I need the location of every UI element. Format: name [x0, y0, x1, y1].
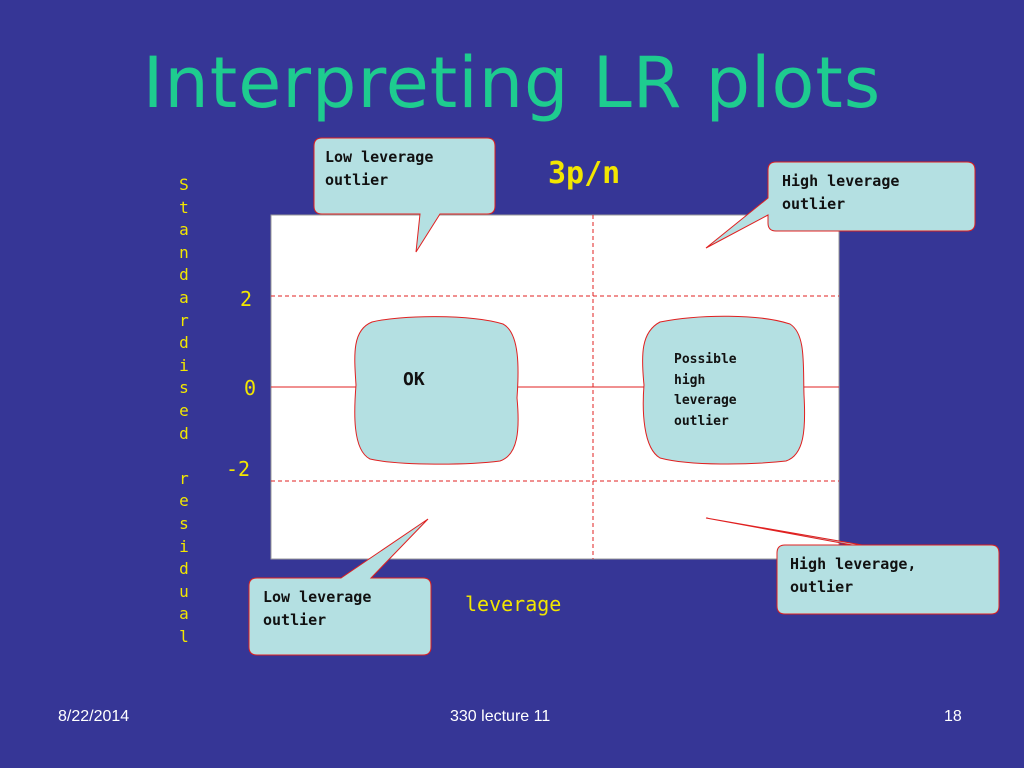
y-axis-label: S t a n d a r d i s e d r e s i d u a l [179, 175, 189, 646]
callout-top-left-text: Low leverage outlier [325, 148, 434, 189]
possible-high-leverage-region [642, 315, 806, 465]
callout-top-left [313, 137, 496, 253]
callout-bottom-left-text: Low leverage outlier [263, 588, 372, 629]
footer-page-number: 18 [944, 708, 962, 725]
callout-bottom-left [248, 518, 432, 656]
y-tick-minus-2: -2 [226, 457, 251, 481]
callout-top-right-text: High leverage outlier [782, 172, 900, 213]
y-tick-2: 2 [240, 287, 253, 311]
callout-bottom-right-text: High leverage, outlier [790, 555, 917, 596]
callout-bottom-right [705, 517, 1000, 615]
slide-title: Interpreting LR plots [142, 42, 882, 124]
ok-label: OK [403, 369, 425, 390]
ok-region [354, 316, 519, 465]
possible-high-leverage-label: Possible high leverage outlier [674, 352, 737, 429]
leverage-cutoff-label: 3p/n [548, 156, 621, 191]
footer-lecture: 330 lecture 11 [450, 708, 551, 725]
x-axis-label: leverage [465, 592, 562, 616]
y-tick-0: 0 [244, 376, 257, 400]
callout-top-right [705, 161, 976, 249]
footer-date: 8/22/2014 [58, 708, 130, 725]
